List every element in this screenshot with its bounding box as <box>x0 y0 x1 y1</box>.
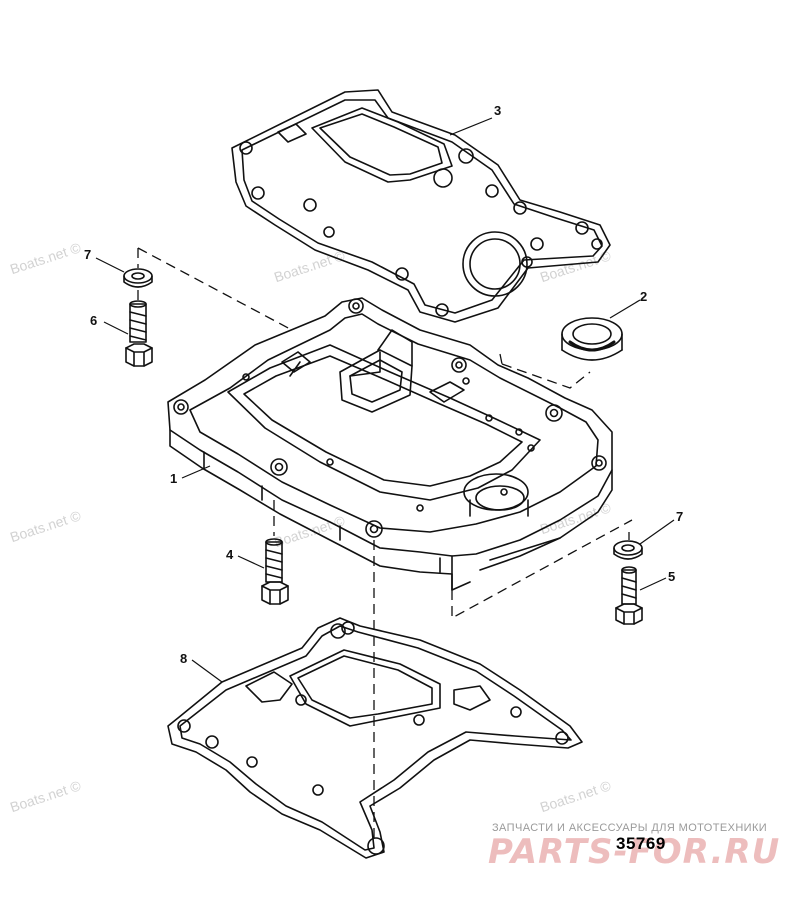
shop-tagline: ЗАПЧАСТИ И АКСЕССУАРЫ ДЛЯ МОТОТЕХНИКИ <box>492 822 768 834</box>
callout-4: 4 <box>226 547 234 562</box>
seal-ring <box>561 317 623 361</box>
lower-gasket <box>167 617 583 859</box>
diagram-number: 35769 <box>616 834 666 853</box>
leader-lines <box>95 117 675 683</box>
washer-left <box>123 268 153 288</box>
callout-8: 8 <box>180 651 188 666</box>
callout-1: 1 <box>170 471 178 486</box>
callout-7-right: 7 <box>676 509 684 524</box>
washer-right <box>613 540 643 560</box>
shop-logo: PARTS-FOR.RU <box>488 832 781 872</box>
upper-gasket <box>231 89 611 323</box>
bolt-left <box>125 300 153 367</box>
alignment-lines <box>137 247 633 840</box>
callout-6: 6 <box>90 313 98 328</box>
callout-5: 5 <box>668 569 676 584</box>
bolt-right <box>615 566 643 625</box>
callout-7-left: 7 <box>84 247 92 262</box>
callout-2: 2 <box>640 289 648 304</box>
main-plate <box>167 297 613 591</box>
bolt-center <box>261 538 289 605</box>
callout-3: 3 <box>494 103 502 118</box>
